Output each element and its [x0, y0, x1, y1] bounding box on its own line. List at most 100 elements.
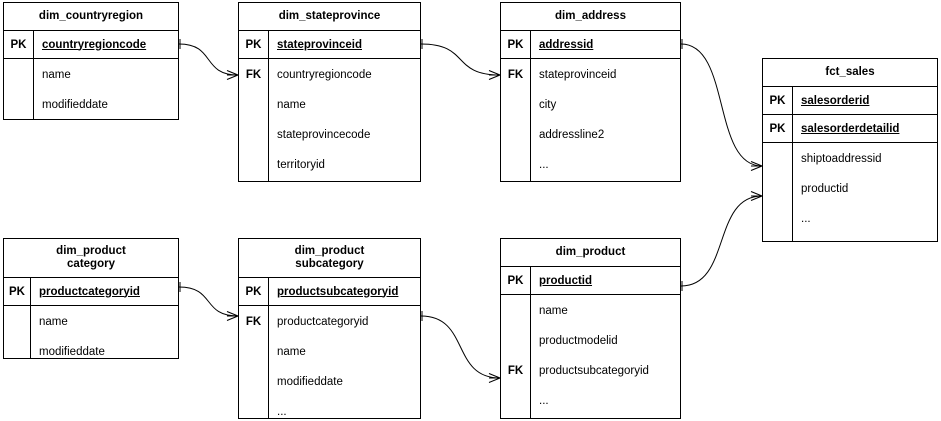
crowsfoot-upper-icon [227, 71, 238, 76]
attribute-name: city [539, 99, 557, 111]
attribute-name: countryregioncode [277, 69, 372, 81]
crowsfoot-lower-icon [751, 166, 762, 171]
pk-badge: PK [4, 31, 34, 58]
attribute-key-column: FK [239, 306, 269, 418]
pk-row-dim_address-0[interactable]: PK addressid [501, 31, 680, 59]
attribute-name: stateprovinceid [539, 69, 617, 81]
attribute-name: addressline2 [539, 129, 605, 141]
attribute-key-column [4, 306, 31, 358]
relationship-stateprovince-to-address[interactable] [421, 39, 500, 80]
attribute-key-column: FK [239, 59, 269, 181]
attribute-name: territoryid [277, 159, 325, 171]
pk-badge: PK [763, 115, 793, 142]
crowsfoot-upper-icon [751, 192, 762, 197]
crowsfoot-upper-icon [489, 374, 500, 379]
entity-title-dim_product: dim_product [501, 239, 680, 267]
attribute-name: ... [539, 159, 549, 171]
entity-title-line2: subcategory [295, 258, 364, 270]
attribute-name: modifieddate [42, 99, 108, 111]
pk-badge: PK [501, 31, 531, 58]
crowsfoot-lower-icon [489, 75, 500, 80]
pk-attribute-name: salesorderdetailid [801, 122, 900, 135]
pk-attribute-name: productcategoryid [39, 285, 140, 298]
entity-title-line1: dim_stateprovince [278, 10, 381, 22]
pk-row-dim_stateprovince-0[interactable]: PK stateprovinceid [239, 31, 420, 59]
attribute-name: ... [277, 406, 287, 418]
pk-badge: PK [239, 278, 269, 305]
relationship-line [179, 287, 238, 316]
relationship-line [681, 44, 762, 166]
attribute-name: productcategoryid [277, 316, 369, 328]
entity-title-dim_address: dim_address [501, 3, 680, 31]
pk-attribute-name: stateprovinceid [277, 38, 362, 51]
relationship-address-to-sales[interactable] [681, 39, 762, 171]
relationship-line [179, 44, 238, 75]
pk-attribute-name: addressid [539, 38, 594, 51]
entity-title-line1: dim_countryregion [38, 10, 144, 22]
pk-attribute-name: productid [539, 274, 593, 287]
crowsfoot-lower-icon [227, 316, 238, 321]
relationship-productcategory-to-subcategory[interactable] [179, 282, 238, 321]
attribute-name: stateprovincecode [277, 129, 371, 141]
attribute-name: ... [539, 395, 549, 407]
attribute-key-column [4, 59, 34, 119]
attribute-name: name [39, 316, 68, 328]
attribute-name: name [42, 69, 71, 81]
attribute-name-column: stateprovinceid city addressline2... [531, 59, 680, 181]
entity-title-line1: dim_product [56, 245, 126, 257]
relationship-line [421, 316, 500, 378]
pk-row-fct_sales-1[interactable]: PK salesorderdetailid [763, 115, 937, 143]
pk-badge: PK [239, 31, 269, 58]
entity-title-line1: dim_address [555, 10, 626, 22]
fk-badge: FK [245, 316, 262, 328]
pk-row-fct_sales-0[interactable]: PK salesorderid [763, 87, 937, 115]
entity-title-dim_stateprovince: dim_stateprovince [239, 3, 420, 31]
relationship-line [681, 196, 762, 286]
attribute-key-column [763, 143, 793, 241]
crowsfoot-lower-icon [227, 75, 238, 80]
entity-title-fct_sales: fct_sales [763, 59, 937, 87]
relationship-product-to-sales[interactable] [681, 192, 762, 292]
attribute-block-dim_countryregion: name modifieddate [4, 59, 178, 119]
attribute-name: name [539, 305, 568, 317]
attribute-block-dim_productcategory: name modifieddate [4, 306, 178, 358]
entity-title-line2: category [67, 258, 115, 270]
pk-attribute-name: salesorderid [801, 94, 870, 107]
pk-attribute-name: countryregioncode [42, 38, 147, 51]
relationship-subcategory-to-product[interactable] [421, 311, 500, 383]
attribute-name: modifieddate [277, 376, 343, 388]
attribute-name-column: name modifieddate [31, 306, 178, 358]
crowsfoot-upper-icon [751, 162, 762, 167]
pk-row-dim_product-0[interactable]: PK productid [501, 267, 680, 295]
attribute-key-column: FK [501, 295, 531, 418]
attribute-name: modifieddate [39, 346, 105, 358]
crowsfoot-lower-icon [751, 196, 762, 201]
fk-badge: FK [507, 69, 524, 81]
pk-badge: PK [763, 87, 793, 114]
crowsfoot-lower-icon [489, 378, 500, 383]
relationship-countryregion-to-stateprovince[interactable] [179, 39, 238, 80]
entity-title-line1: fct_sales [825, 66, 875, 78]
attribute-name: productmodelid [539, 335, 618, 347]
fk-badge: FK [507, 365, 524, 377]
pk-badge: PK [501, 267, 531, 294]
pk-row-dim_countryregion-0[interactable]: PK countryregioncode [4, 31, 178, 59]
